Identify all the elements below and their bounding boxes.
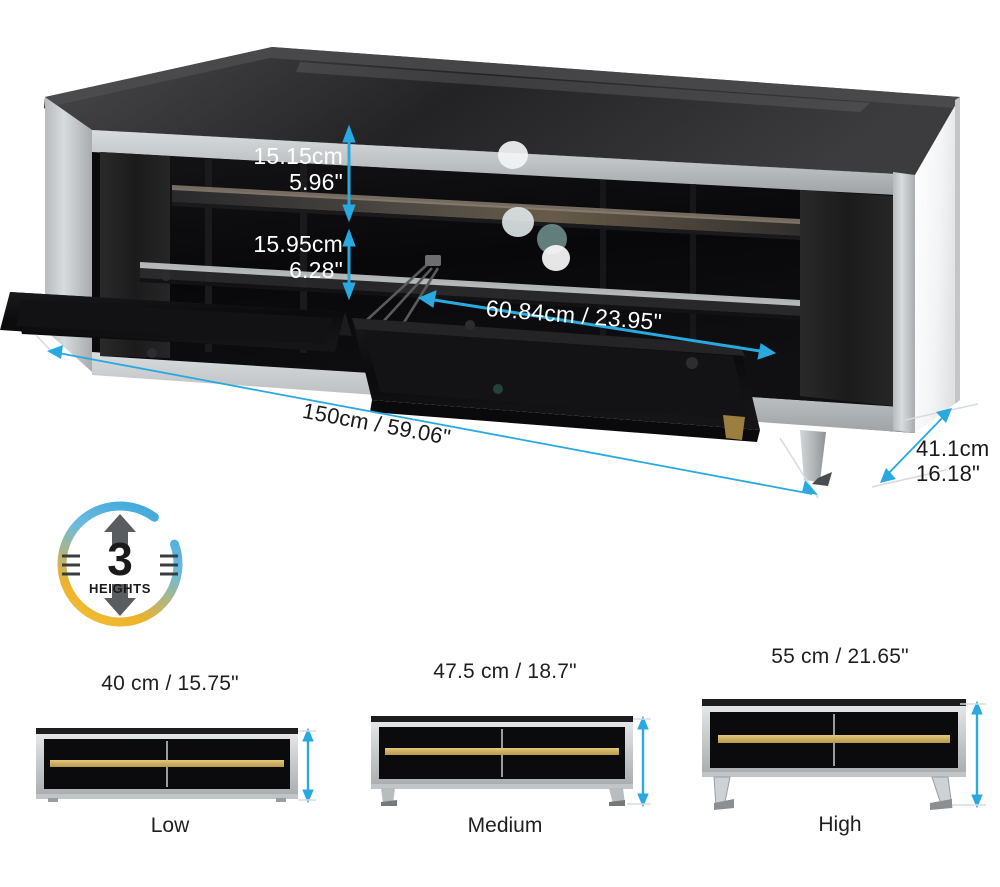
- dim-label-upper-shelf: 15.15cm 5.96": [243, 143, 343, 196]
- upper-shelf-cm: 15.15cm: [253, 143, 343, 169]
- gold-accent-stripe: [718, 735, 950, 743]
- variant-medium-height-arrow: [637, 715, 649, 808]
- depth-inch: 16.18": [916, 460, 981, 486]
- variant-high: 55 cm / 21.65": [690, 645, 990, 850]
- arrow-up-icon: [104, 514, 136, 546]
- dim-lower-shelf-height: [342, 228, 356, 301]
- variant-medium-name: Medium: [467, 814, 543, 837]
- glass-highlight: [502, 207, 534, 237]
- badge-svg: 3 HEIGHTS: [57, 501, 183, 627]
- dim-overall-width: [35, 334, 819, 499]
- dim-depth: [871, 403, 979, 488]
- upper-glass-shelf: [172, 185, 800, 240]
- lower-glass-shelf: [140, 262, 800, 320]
- hinge-bracket: [425, 255, 441, 266]
- door-fitting: [686, 357, 698, 369]
- badge-ring: [57, 501, 183, 627]
- gold-accent-stripe: [50, 760, 284, 767]
- tick-marks-left: [62, 554, 80, 576]
- variant-high-name: High: [818, 813, 862, 836]
- dimension-lines: [342, 124, 777, 360]
- arrow-down-icon: [104, 584, 136, 616]
- dim-label-depth: 41.1cm 16.18": [916, 436, 990, 486]
- variant-high-height-arrow: [971, 700, 983, 809]
- variant-low-measure: 40 cm / 15.75": [101, 672, 239, 695]
- three-heights-badge: 3 HEIGHTS: [46, 496, 194, 636]
- variant-low-name: Low: [150, 814, 190, 837]
- main-product-illustration: 15.15cm 5.96" 15.95cm 6.28" 60.84cm / 23…: [0, 47, 990, 499]
- badge-label: HEIGHTS: [89, 581, 151, 596]
- tick-marks-right: [160, 554, 178, 576]
- depth-cm: 41.1cm: [916, 436, 990, 461]
- dim-label-lower-shelf: 15.95cm 6.28": [243, 231, 343, 284]
- badge-inner: [69, 513, 171, 615]
- cabinet-right-side-panel: [915, 97, 960, 433]
- door-fitting: [465, 320, 475, 330]
- door-fitting: [493, 384, 503, 394]
- glass-highlight: [498, 141, 528, 169]
- variant-medium-illustration: [371, 715, 651, 808]
- variant-medium-measure: 47.5 cm / 18.7": [433, 660, 577, 683]
- product-render-svg: [0, 47, 979, 499]
- door-fitting: [161, 271, 171, 281]
- variant-high-illustration: [702, 699, 986, 810]
- variant-medium-legs: [381, 788, 625, 806]
- variant-low-height-arrow: [302, 727, 314, 804]
- variant-high-legs: [713, 776, 953, 810]
- badge-count: 3: [107, 533, 133, 585]
- cabinet-legs: [800, 430, 832, 486]
- glass-highlight: [542, 245, 570, 271]
- variant-high-measure: 55 cm / 21.65": [771, 645, 909, 668]
- variant-low-illustration: [36, 727, 316, 804]
- lower-shelf-inch: 6.28": [289, 256, 343, 283]
- cabinet-door-left-open: [0, 271, 355, 358]
- lower-shelf-cm: 15.95cm: [253, 231, 343, 257]
- cabinet-door-right-open: [352, 318, 760, 442]
- gold-accent-stripe: [385, 748, 619, 755]
- dim-interior-width: [417, 290, 777, 360]
- door-edge-accent: [723, 415, 745, 440]
- variant-medium: 47.5 cm / 18.7": [355, 660, 655, 850]
- door-fitting: [147, 348, 157, 358]
- upper-shelf-inch: 5.96": [289, 168, 343, 195]
- dim-upper-shelf-height: [342, 124, 356, 223]
- variant-low: 40 cm / 15.75": [20, 672, 320, 847]
